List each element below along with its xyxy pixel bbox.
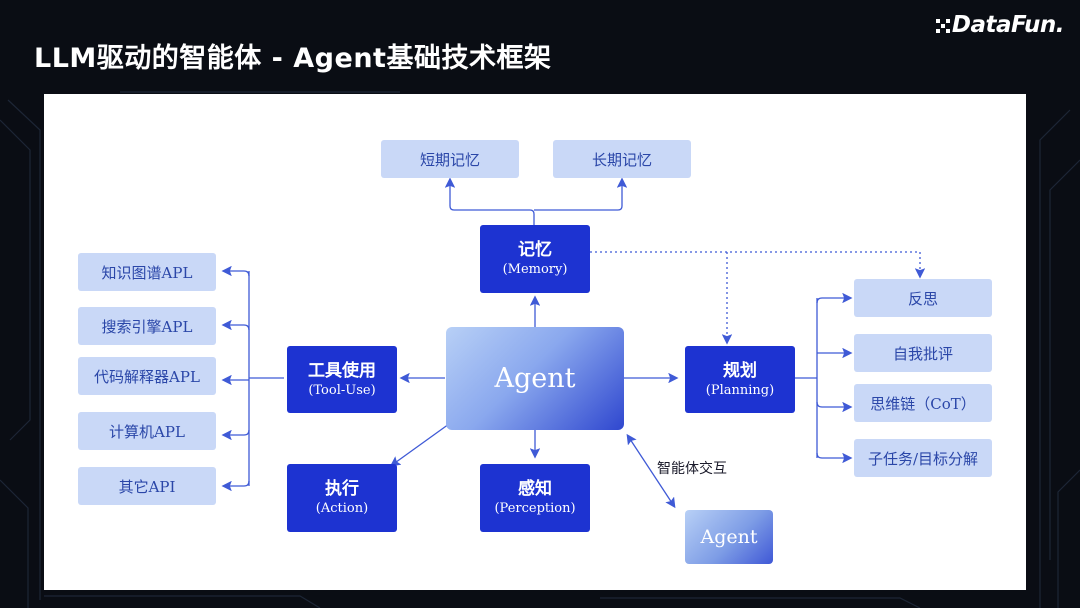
- tool-api-box: 搜索引擎APL: [78, 307, 216, 345]
- tool-api-label: 计算机APL: [109, 422, 185, 441]
- planning-item-label: 思维链（CoT）: [870, 394, 976, 413]
- datafun-logo: DataFun.: [935, 12, 1065, 38]
- planning-item-label: 自我批评: [892, 344, 953, 363]
- action-en: (Action): [315, 501, 369, 516]
- planning-item-label: 反思: [907, 289, 938, 308]
- planning-cn: 规划: [723, 360, 757, 381]
- memory-box: 记忆 (Memory): [480, 225, 590, 293]
- planning-item-box: 反思: [854, 279, 992, 317]
- short-memory-box: 短期记忆: [381, 140, 519, 178]
- tool-api-box: 计算机APL: [78, 412, 216, 450]
- diagram-connectors: [221, 177, 926, 509]
- tool-api-label: 搜索引擎APL: [101, 317, 193, 336]
- tool-api-label: 代码解释器APL: [94, 367, 200, 386]
- long-memory-box: 长期记忆: [553, 140, 691, 178]
- memory-cn: 记忆: [518, 240, 552, 260]
- slide-title: LLM驱动的智能体 - Agent基础技术框架: [34, 43, 552, 74]
- planning-item-box: 子任务/目标分解: [854, 439, 992, 477]
- short-memory-label: 短期记忆: [419, 150, 480, 169]
- tool-api-label: 其它API: [118, 477, 176, 496]
- agent-center-label: Agent: [494, 363, 576, 394]
- planning-item-box: 自我批评: [854, 334, 992, 372]
- logo-dots-icon: [935, 19, 950, 33]
- perception-box: 感知 (Perception): [480, 464, 590, 532]
- tool-use-box: 工具使用 (Tool-Use): [287, 346, 397, 413]
- agent-peer-label: Agent: [700, 526, 758, 548]
- perception-cn: 感知: [518, 479, 552, 499]
- planning-item-label: 子任务/目标分解: [867, 449, 979, 468]
- agent-peer-box: Agent: [685, 510, 773, 564]
- tool-api-box: 知识图谱APL: [78, 253, 216, 291]
- agent-center-box: Agent: [446, 327, 624, 430]
- tool-use-cn: 工具使用: [308, 360, 376, 381]
- action-cn: 执行: [325, 479, 359, 499]
- perception-en: (Perception): [494, 501, 576, 516]
- interaction-label: 智能体交互: [657, 461, 727, 477]
- planning-box: 规划 (Planning): [685, 346, 795, 413]
- tool-api-label: 知识图谱APL: [101, 263, 193, 282]
- action-box: 执行 (Action): [287, 464, 397, 532]
- logo-text: DataFun.: [951, 12, 1065, 38]
- long-memory-label: 长期记忆: [591, 150, 652, 169]
- planning-en: (Planning): [705, 382, 775, 398]
- planning-item-box: 思维链（CoT）: [854, 384, 992, 422]
- tool-use-en: (Tool-Use): [308, 382, 376, 398]
- memory-en: (Memory): [502, 262, 568, 277]
- tool-api-box: 其它API: [78, 467, 216, 505]
- tool-api-box: 代码解释器APL: [78, 357, 216, 395]
